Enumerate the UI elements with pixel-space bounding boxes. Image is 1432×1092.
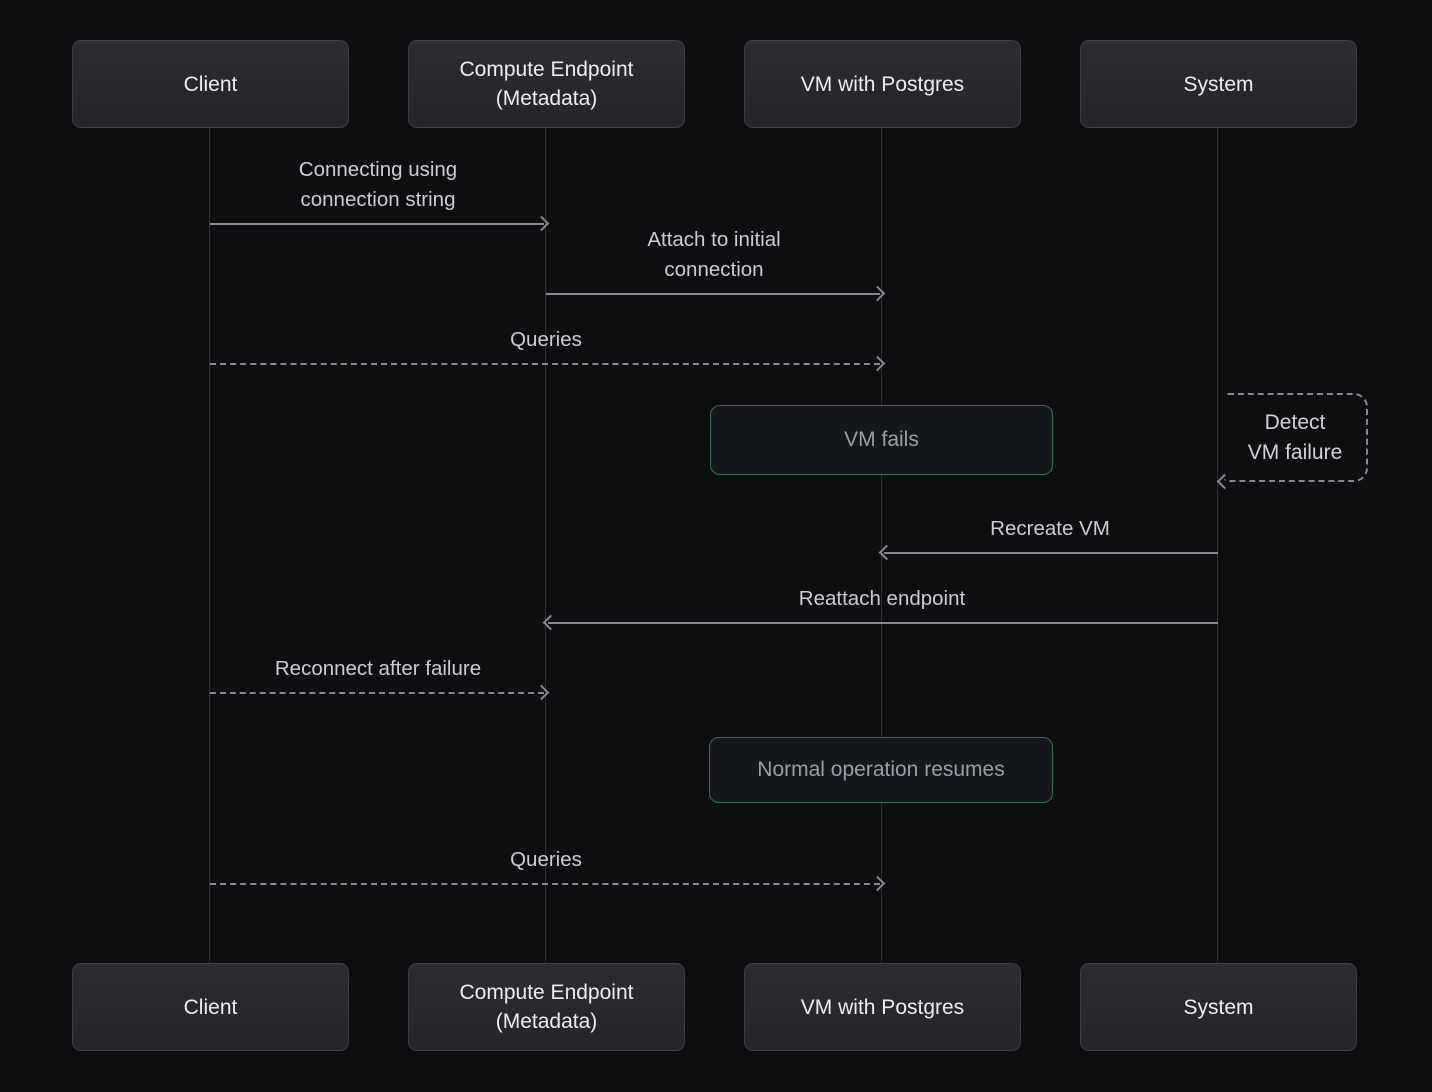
message-connecting-line [210,223,544,225]
message-reconnect-label: Reconnect after failure [274,657,482,680]
note-normal-operation: Normal operation resumes [709,737,1053,803]
actor-vm-with-postgres-bottom: VM with Postgres [744,963,1021,1051]
message-queries-2-line [210,883,880,885]
arrowhead-right-icon [869,875,886,892]
message-recreate-vm-line [884,552,1218,554]
note-vm-fails: VM fails [710,405,1053,475]
message-queries-1-line [210,363,880,365]
arrowhead-right-icon [869,285,886,302]
lifeline-vm-with-postgres [881,128,882,963]
message-attach-label: Attach to initial connection [647,228,781,281]
note-normal-operation-label: Normal operation resumes [757,758,1005,781]
message-reattach-endpoint-label: Reattach endpoint [798,587,966,610]
lifeline-system [1217,128,1218,963]
lifeline-client [209,128,210,963]
message-reattach-endpoint-line [548,622,1218,624]
message-queries-1-label: Queries [510,328,582,351]
lifeline-compute-endpoint [545,128,546,963]
arrowhead-right-icon [869,355,886,372]
note-vm-fails-label: VM fails [844,428,919,451]
actor-client-bottom: Client [72,963,349,1051]
message-attach-line [546,293,880,295]
actor-client-top: Client [72,40,349,128]
message-connecting-label: Connecting using connection string [298,158,458,211]
actor-compute-endpoint-bottom: Compute Endpoint (Metadata) [408,963,685,1051]
message-recreate-vm-label: Recreate VM [990,517,1110,540]
arrowhead-right-icon [533,684,550,701]
actor-vm-with-postgres-top: VM with Postgres [744,40,1021,128]
message-queries-2-label: Queries [510,848,582,871]
actor-system-bottom: System [1080,963,1357,1051]
actor-compute-endpoint-top: Compute Endpoint (Metadata) [408,40,685,128]
message-reconnect-line [210,692,544,694]
actor-system-top: System [1080,40,1357,128]
self-message-detect-vm-failure: Detect VM failure [1224,393,1368,482]
